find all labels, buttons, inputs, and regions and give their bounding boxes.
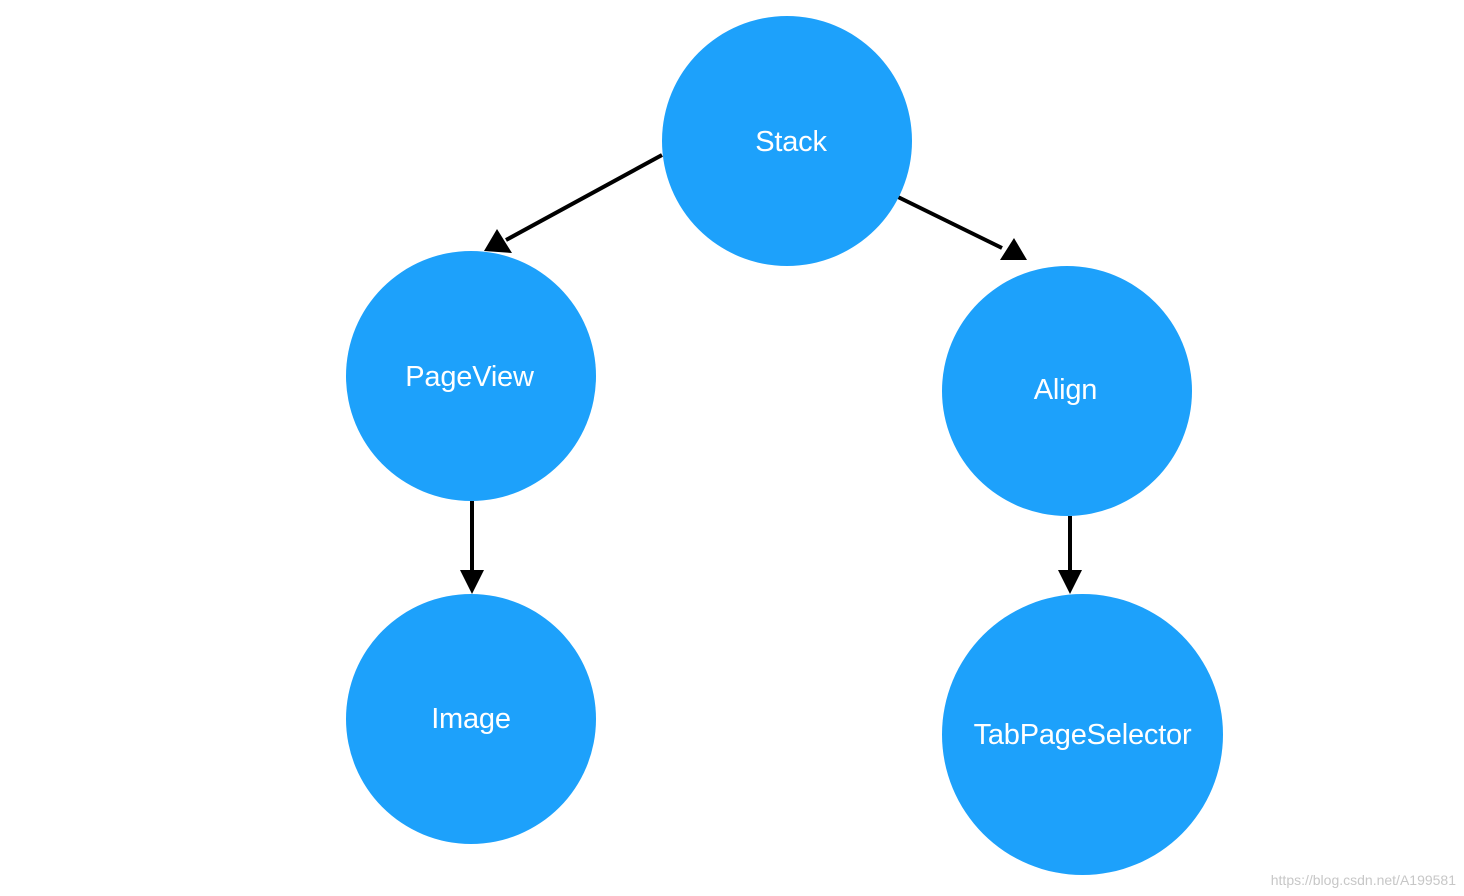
node-pageview: PageView <box>346 251 596 501</box>
node-label-stack: Stack <box>755 125 827 158</box>
edge-stack-to-align <box>897 195 1003 250</box>
arrowhead-tabpageselector <box>1058 570 1082 594</box>
arrowhead-pageview <box>484 229 512 253</box>
watermark-text: https://blog.csdn.net/A199581 <box>1270 872 1456 888</box>
node-label-tabpageselector: TabPageSelector <box>973 719 1192 751</box>
node-align: Align <box>942 266 1192 516</box>
node-label-align: Align <box>1033 373 1098 406</box>
arrowhead-align <box>1000 238 1027 260</box>
arrowhead-image <box>460 570 484 594</box>
edge-stack-to-pageview <box>505 153 663 242</box>
node-image: Image <box>346 594 596 844</box>
node-tabpageselector: TabPageSelector <box>942 594 1223 875</box>
node-label-pageview: PageView <box>405 360 534 393</box>
node-stack: Stack <box>662 16 912 266</box>
node-label-image: Image <box>431 702 511 735</box>
